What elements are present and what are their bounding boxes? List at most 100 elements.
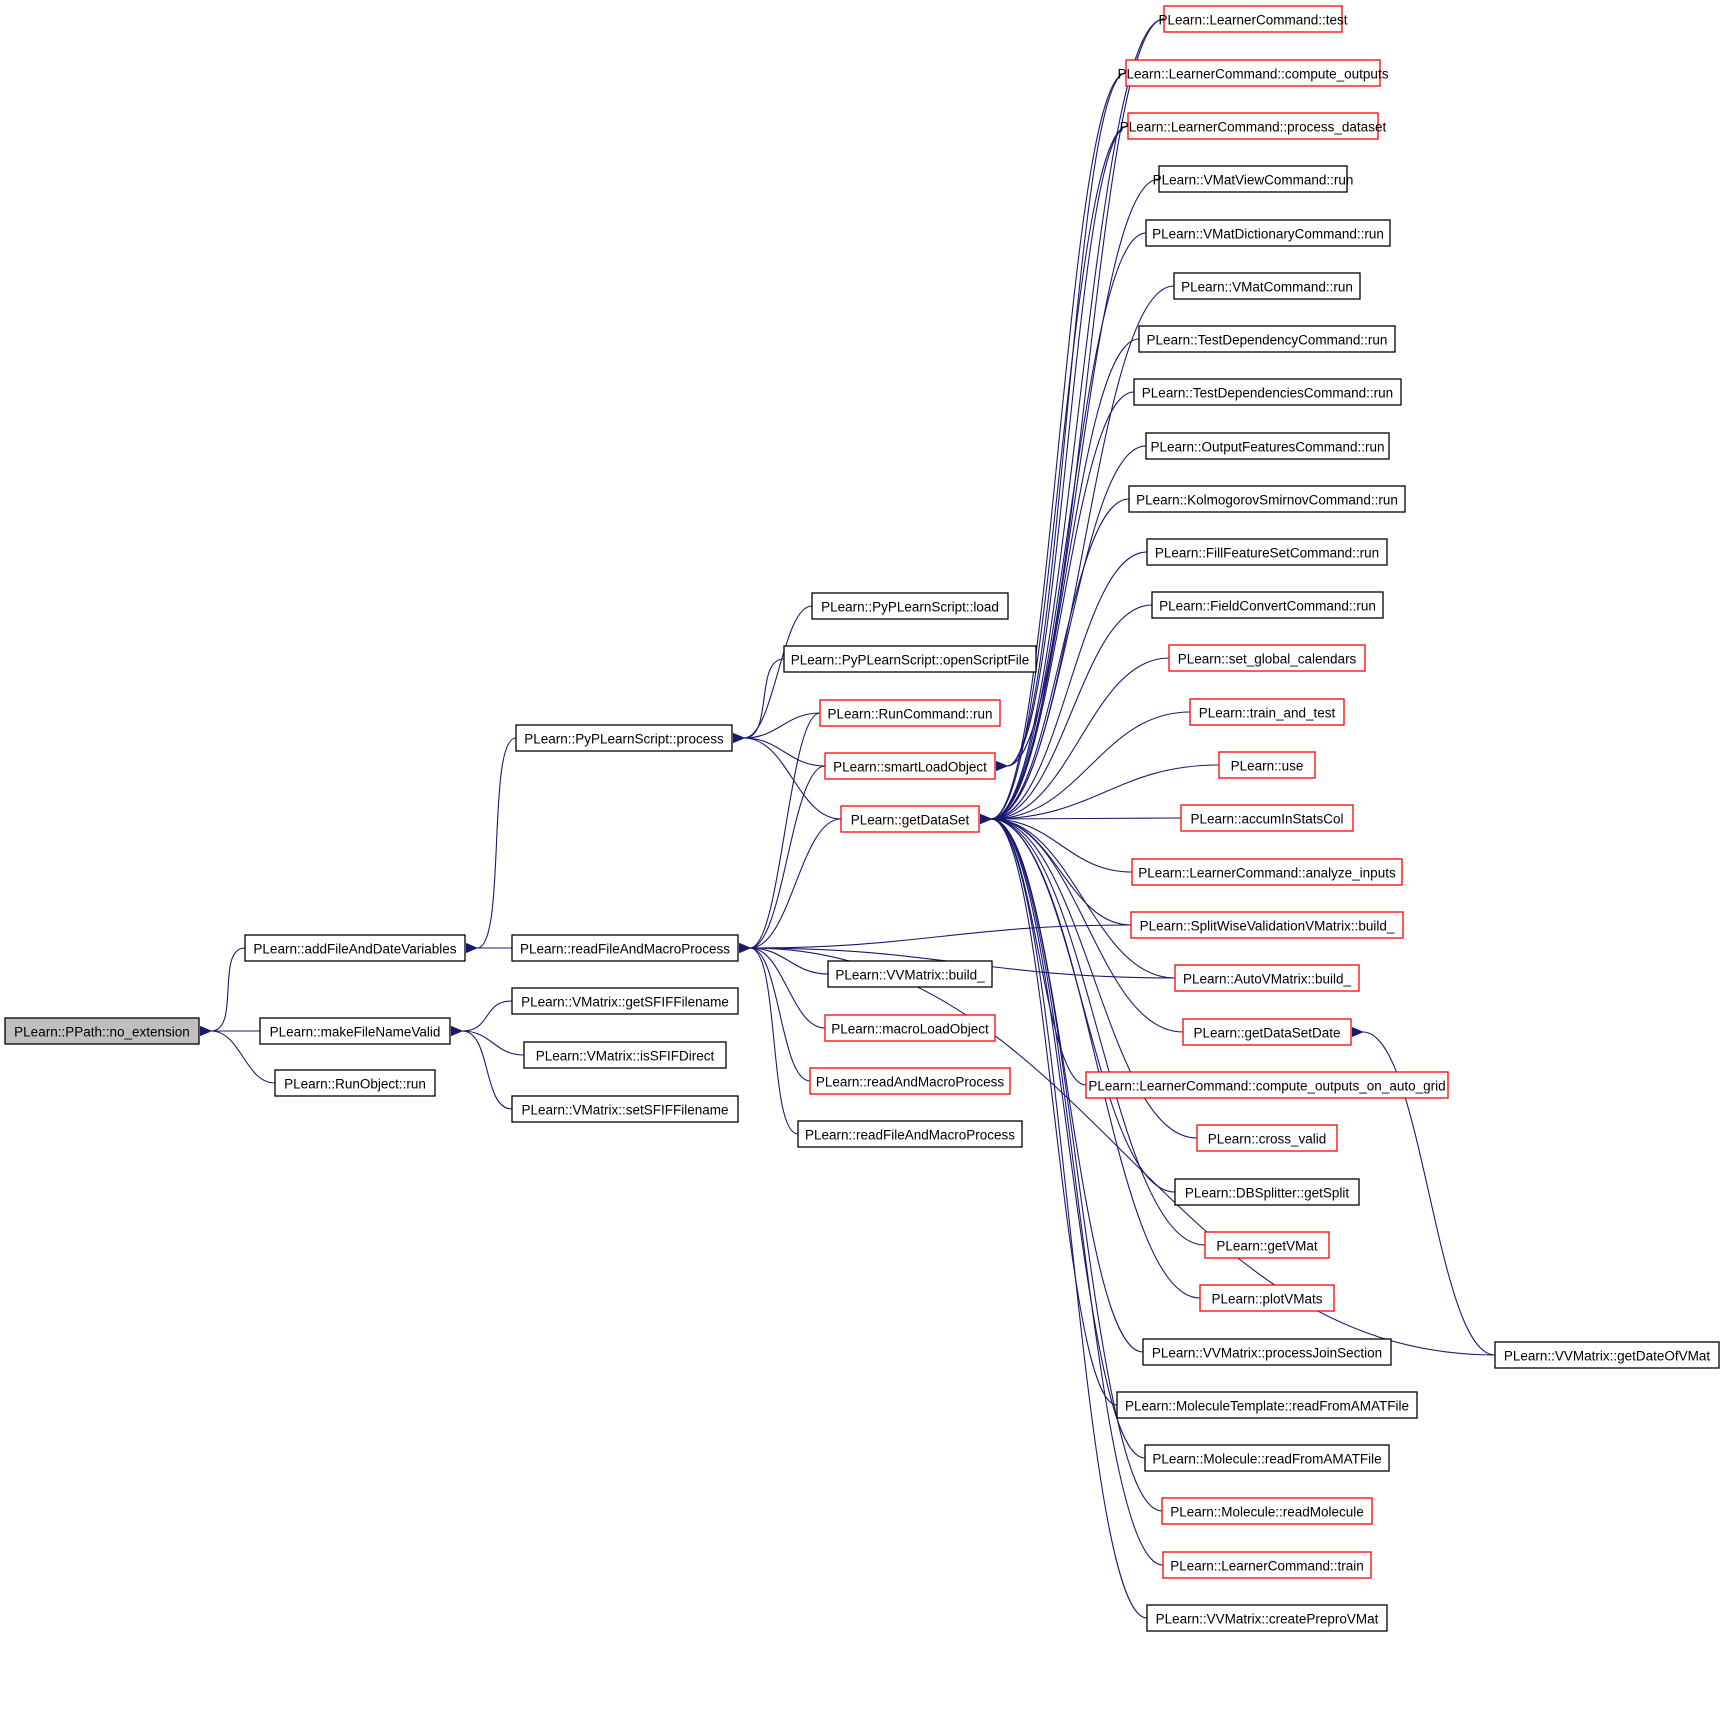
node-label-AutoVMatrix_build_: PLearn::AutoVMatrix::build_	[1183, 972, 1352, 987]
node-box-LC_compute_outputs_grid	[1085, 1071, 1449, 1099]
node-box-cross_valid	[1196, 1124, 1338, 1152]
node-OutputFeaturesCommand_run[interactable]: PLearn::OutputFeaturesCommand::run	[1145, 432, 1390, 460]
node-LC_train[interactable]: PLearn::LearnerCommand::train	[1162, 1551, 1372, 1579]
node-label-openScriptFile: PLearn::PyPLearnScript::openScriptFile	[791, 653, 1030, 668]
node-box-smartLoadObject	[824, 752, 996, 780]
node-RunObject_run[interactable]: PLearn::RunObject::run	[274, 1069, 436, 1097]
node-MoleculeTemplate_readFromAMATFile[interactable]: PLearn::MoleculeTemplate::readFromAMATFi…	[1116, 1391, 1418, 1419]
edge-VVMatrix_createPreproVMat-to-getDataSet	[979, 813, 1148, 1619]
node-train_and_test[interactable]: PLearn::train_and_test	[1189, 698, 1345, 726]
edge-VVMatrix_getDateOfVMat-to-readFileAndMacroProcess	[738, 942, 1496, 1356]
edge-PyPLearnScript_load-to-PyPLearnScript_process	[732, 605, 813, 744]
edge-plotVMats-to-getDataSet	[979, 813, 1201, 1299]
edge-train_and_test-to-getDataSet	[979, 711, 1191, 825]
node-getDataSetDate[interactable]: PLearn::getDataSetDate	[1182, 1018, 1352, 1046]
node-TestDependencyCommand_run[interactable]: PLearn::TestDependencyCommand::run	[1138, 325, 1396, 353]
node-no_extension: PLearn::PPath::no_extension	[4, 1017, 200, 1045]
node-label-LC_process_dataset: PLearn::LearnerCommand::process_dataset	[1120, 120, 1387, 135]
node-label-set_global_calendars: PLearn::set_global_calendars	[1178, 652, 1357, 667]
node-label-PyPLearnScript_load: PLearn::PyPLearnScript::load	[821, 600, 999, 615]
node-label-getVMat: PLearn::getVMat	[1216, 1239, 1318, 1254]
edge-KolmogorovSmirnovCommand_run-to-getDataSet	[979, 498, 1130, 825]
node-LC_compute_outputs[interactable]: PLearn::LearnerCommand::compute_outputs	[1118, 59, 1389, 87]
node-AutoVMatrix_build_[interactable]: PLearn::AutoVMatrix::build_	[1174, 964, 1360, 992]
node-LC_compute_outputs_grid[interactable]: PLearn::LearnerCommand::compute_outputs_…	[1085, 1071, 1449, 1099]
node-label-makeFileNameValid: PLearn::makeFileNameValid	[270, 1025, 441, 1040]
node-LC_analyze_inputs[interactable]: PLearn::LearnerCommand::analyze_inputs	[1131, 858, 1403, 886]
node-PyPLearnScript_load[interactable]: PLearn::PyPLearnScript::load	[811, 592, 1009, 620]
node-smartLoadObject[interactable]: PLearn::smartLoadObject	[824, 752, 996, 780]
node-box-RunObject_run	[274, 1069, 436, 1097]
edge-isSFIFDirect-to-makeFileNameValid	[450, 1025, 525, 1056]
node-Molecule_readMolecule[interactable]: PLearn::Molecule::readMolecule	[1161, 1497, 1373, 1525]
node-label-setSFIFFilename: PLearn::VMatrix::setSFIFFilename	[521, 1103, 728, 1118]
node-FillFeatureSetCommand_run[interactable]: PLearn::FillFeatureSetCommand::run	[1146, 538, 1388, 566]
node-label-LC_train: PLearn::LearnerCommand::train	[1170, 1559, 1364, 1574]
node-box-LC_analyze_inputs	[1131, 858, 1403, 886]
node-plotVMats[interactable]: PLearn::plotVMats	[1199, 1284, 1335, 1312]
node-box-FillFeatureSetCommand_run	[1146, 538, 1388, 566]
node-LC_test[interactable]: PLearn::LearnerCommand::test	[1158, 5, 1348, 33]
node-getDataSet[interactable]: PLearn::getDataSet	[840, 805, 980, 833]
node-RunCommand_run[interactable]: PLearn::RunCommand::run	[819, 699, 1001, 727]
node-getVMat[interactable]: PLearn::getVMat	[1204, 1231, 1330, 1259]
node-label-use: PLearn::use	[1231, 759, 1304, 774]
node-label-readFileAndMacroProcess: PLearn::readFileAndMacroProcess	[520, 942, 730, 957]
edge-LC_process_dataset-to-smartLoadObject	[995, 125, 1129, 772]
node-KolmogorovSmirnovCommand_run[interactable]: PLearn::KolmogorovSmirnovCommand::run	[1128, 485, 1406, 513]
node-isSFIFDirect[interactable]: PLearn::VMatrix::isSFIFDirect	[523, 1041, 727, 1069]
node-label-TestDependenciesCommand_run: PLearn::TestDependenciesCommand::run	[1142, 386, 1393, 401]
edge-accumInStatsCol-to-getDataSet	[979, 814, 1182, 825]
node-SplitWise_build_[interactable]: PLearn::SplitWiseValidationVMatrix::buil…	[1130, 911, 1404, 939]
node-cross_valid[interactable]: PLearn::cross_valid	[1196, 1124, 1338, 1152]
node-PyPLearnScript_process[interactable]: PLearn::PyPLearnScript::process	[515, 724, 733, 752]
node-box-readFileAndMacroProcess2	[797, 1120, 1023, 1148]
node-VMatDictionaryCommand_run[interactable]: PLearn::VMatDictionaryCommand::run	[1145, 219, 1391, 247]
node-VVMatrix_build_[interactable]: PLearn::VVMatrix::build_	[827, 960, 993, 988]
node-box-getVMat	[1204, 1231, 1330, 1259]
node-use[interactable]: PLearn::use	[1218, 751, 1316, 779]
node-setSFIFFilename[interactable]: PLearn::VMatrix::setSFIFFilename	[511, 1095, 739, 1123]
node-VVMatrix_processJoinSection[interactable]: PLearn::VVMatrix::processJoinSection	[1142, 1338, 1392, 1366]
node-box-LC_test	[1163, 5, 1343, 33]
node-set_global_calendars[interactable]: PLearn::set_global_calendars	[1168, 644, 1366, 672]
node-readAndMacroProcess[interactable]: PLearn::readAndMacroProcess	[809, 1067, 1011, 1095]
edge-RunObject_run-to-no_extension	[199, 1025, 276, 1084]
node-box-SplitWise_build_	[1130, 911, 1404, 939]
node-label-getSFIFFilename: PLearn::VMatrix::getSFIFFilename	[521, 995, 729, 1010]
node-box-VVMatrix_createPreproVMat	[1146, 1604, 1388, 1632]
edge-macroLoadObject-to-readFileAndMacroProcess	[738, 942, 826, 1029]
node-getSFIFFilename[interactable]: PLearn::VMatrix::getSFIFFilename	[511, 987, 739, 1015]
node-macroLoadObject[interactable]: PLearn::macroLoadObject	[824, 1014, 996, 1042]
edge-FieldConvertCommand_run-to-getDataSet	[979, 604, 1153, 825]
node-box-getDataSet	[840, 805, 980, 833]
node-TestDependenciesCommand_run[interactable]: PLearn::TestDependenciesCommand::run	[1133, 378, 1402, 406]
node-label-LC_test: PLearn::LearnerCommand::test	[1158, 13, 1347, 28]
node-FieldConvertCommand_run[interactable]: PLearn::FieldConvertCommand::run	[1151, 591, 1384, 619]
node-openScriptFile[interactable]: PLearn::PyPLearnScript::openScriptFile	[783, 645, 1037, 673]
node-accumInStatsCol[interactable]: PLearn::accumInStatsCol	[1180, 804, 1354, 832]
node-makeFileNameValid[interactable]: PLearn::makeFileNameValid	[259, 1017, 451, 1045]
node-VVMatrix_createPreproVMat[interactable]: PLearn::VVMatrix::createPreproVMat	[1146, 1604, 1388, 1632]
node-VMatCommand_run[interactable]: PLearn::VMatCommand::run	[1173, 272, 1361, 300]
node-VVMatrix_getDateOfVMat[interactable]: PLearn::VVMatrix::getDateOfVMat	[1494, 1341, 1720, 1369]
node-label-SplitWise_build_: PLearn::SplitWiseValidationVMatrix::buil…	[1140, 919, 1395, 934]
edge-addFileAndDateVariables-to-no_extension	[199, 947, 246, 1037]
node-addFileAndDateVariables[interactable]: PLearn::addFileAndDateVariables	[244, 934, 466, 962]
node-box-LC_process_dataset	[1127, 112, 1379, 140]
node-LC_process_dataset[interactable]: PLearn::LearnerCommand::process_dataset	[1120, 112, 1387, 140]
node-VMatViewCommand_run[interactable]: PLearn::VMatViewCommand::run	[1153, 165, 1354, 193]
node-DBSplitter_getSplit[interactable]: PLearn::DBSplitter::getSplit	[1174, 1178, 1360, 1206]
node-readFileAndMacroProcess2[interactable]: PLearn::readFileAndMacroProcess	[797, 1120, 1023, 1148]
node-Molecule_readFromAMATFile[interactable]: PLearn::Molecule::readFromAMATFile	[1144, 1444, 1390, 1472]
edge-RunCommand_run-to-readFileAndMacroProcess	[738, 712, 821, 954]
node-label-FieldConvertCommand_run: PLearn::FieldConvertCommand::run	[1159, 599, 1376, 614]
node-label-VVMatrix_processJoinSection: PLearn::VVMatrix::processJoinSection	[1152, 1346, 1382, 1361]
node-box-addFileAndDateVariables	[244, 934, 466, 962]
node-readFileAndMacroProcess[interactable]: PLearn::readFileAndMacroProcess	[511, 934, 739, 962]
node-label-no_extension: PLearn::PPath::no_extension	[14, 1025, 190, 1040]
node-box-RunCommand_run	[819, 699, 1001, 727]
node-box-plotVMats	[1199, 1284, 1335, 1312]
edge-VVMatrix_getDateOfVMat-to-getDataSetDate	[1351, 1026, 1496, 1356]
nodes-layer: PLearn::PPath::no_extension PLearn::addFi…	[4, 5, 1720, 1632]
